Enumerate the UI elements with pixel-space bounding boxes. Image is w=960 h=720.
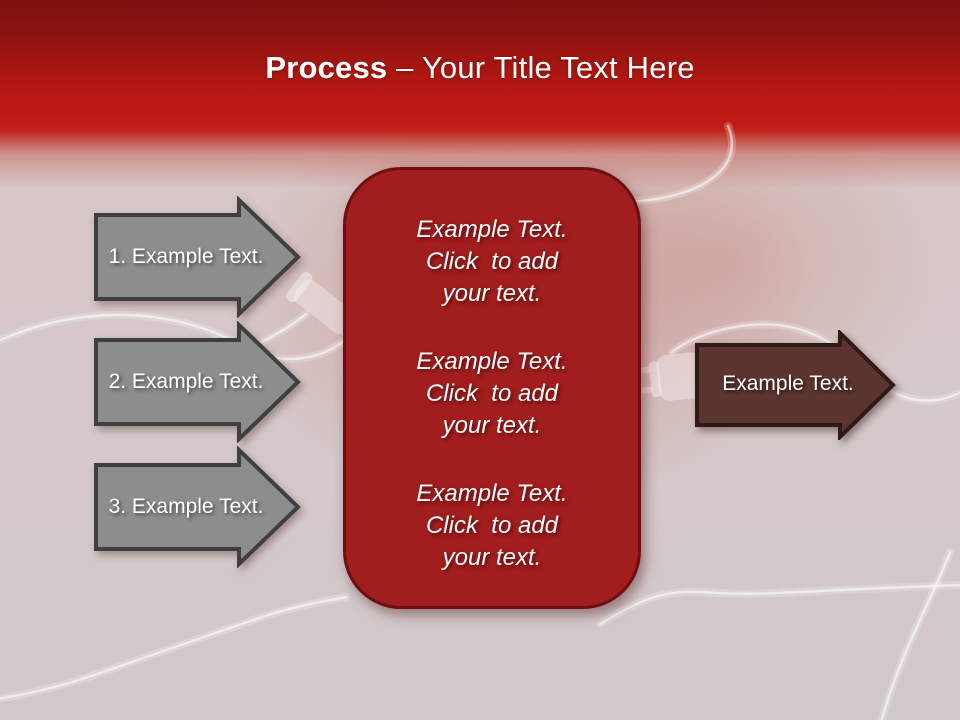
step-arrow-3-label[interactable]: 3. Example Text. (108, 495, 264, 518)
text-line: Click to add (425, 380, 559, 407)
step-arrow-1[interactable] (92, 196, 304, 318)
header-band (0, 0, 960, 200)
step-arrow-3[interactable] (92, 446, 304, 568)
text-line: your text. (442, 280, 542, 307)
step-arrow-2-label[interactable]: 2. Example Text. (108, 370, 264, 393)
text-line: Click to add (425, 248, 559, 275)
title-emphasis: Process (265, 50, 388, 85)
result-arrow[interactable] (694, 330, 896, 440)
title-rest: – Your Title Text Here (387, 50, 695, 85)
text-line: your text. (442, 544, 542, 571)
text-line: Example Text. (416, 348, 568, 375)
step-arrow-2[interactable] (92, 321, 304, 443)
page-title: Process – Your Title Text Here (0, 50, 960, 86)
center-text-box[interactable]: Example Text. Click to add your text. Ex… (343, 167, 641, 609)
step-arrow-1-label[interactable]: 1. Example Text. (108, 245, 264, 268)
text-line: your text. (442, 412, 542, 439)
text-block-1[interactable]: Example Text. Click to add your text. (356, 214, 628, 310)
text-block-2[interactable]: Example Text. Click to add your text. (356, 346, 628, 442)
result-arrow-label[interactable]: Example Text. (722, 372, 854, 395)
text-line: Example Text. (416, 480, 568, 507)
center-text-box-content: Example Text. Click to add your text. Ex… (346, 170, 638, 574)
text-line: Example Text. (416, 216, 568, 243)
text-block-3[interactable]: Example Text. Click to add your text. (356, 478, 628, 574)
text-line: Click to add (425, 512, 559, 539)
